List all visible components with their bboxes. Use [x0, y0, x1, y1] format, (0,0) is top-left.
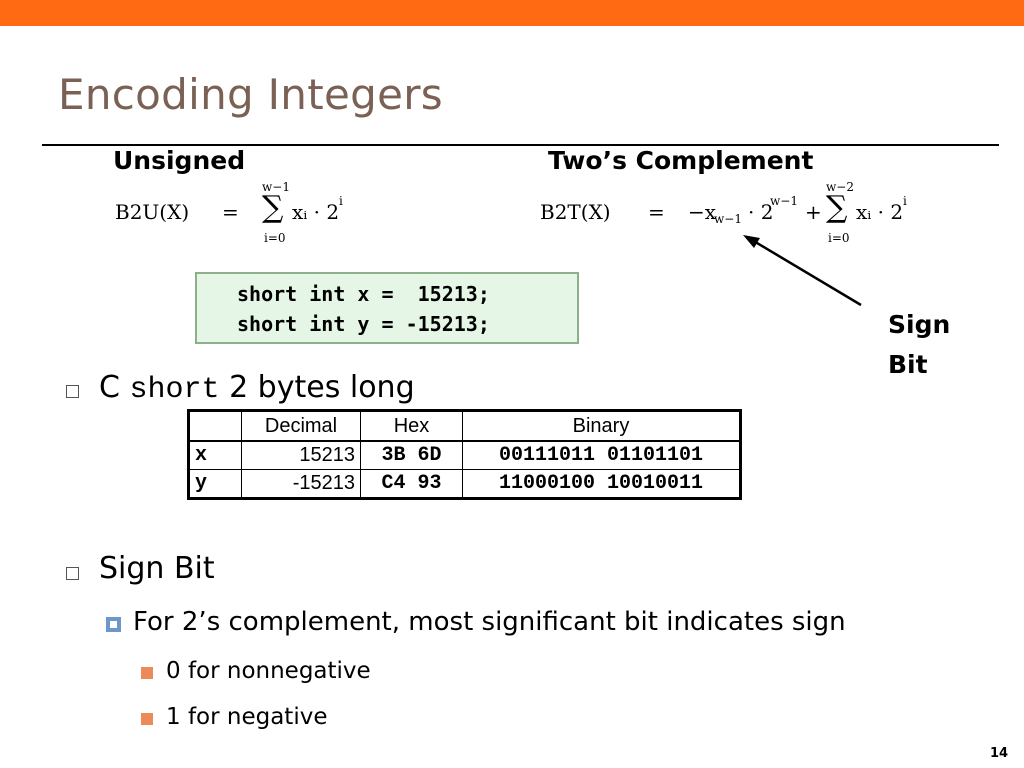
- table-header-cell: [188, 410, 242, 442]
- table-header-row: Decimal Hex Binary: [188, 410, 741, 442]
- table-cell-variable: y: [188, 469, 242, 499]
- b2t-plus: +: [805, 200, 822, 224]
- b2t-lhs: B2T(X): [540, 200, 611, 224]
- b2t-sum-lower: i=0: [828, 231, 850, 245]
- b2u-sum-lower: i=0: [264, 231, 286, 245]
- b2t-equals: =: [648, 200, 665, 224]
- b2t-exponent: i: [903, 194, 907, 208]
- b2t-first-term: −x: [688, 200, 717, 224]
- table-row: x 15213 3B 6D 00111011 01101101: [188, 440, 741, 470]
- table-cell-hex: 3B 6D: [360, 440, 463, 470]
- table-header-cell: Decimal: [241, 410, 361, 442]
- table-cell-decimal: 15213: [241, 440, 361, 470]
- b2u-sum-upper: w−1: [262, 180, 290, 194]
- code-line-y: short int y = -15213;: [237, 312, 490, 336]
- b2t-first-subscript: w−1: [714, 212, 742, 226]
- twos-complement-heading: Two’s Complement: [548, 146, 814, 175]
- sign-bit-label-line2: Bit: [888, 350, 928, 379]
- bullet-c-prefix: C: [99, 370, 120, 405]
- bullet-size-suffix: 2 bytes long: [229, 370, 415, 405]
- orange-square-bullet-icon: [141, 667, 153, 679]
- summation-icon: ∑: [262, 190, 284, 225]
- bullet-short-size: C short 2 bytes long: [99, 370, 415, 407]
- table-cell-binary: 11000100 10010011: [462, 469, 741, 499]
- summation-icon: ∑: [826, 190, 848, 225]
- subsub-bullet-nonnegative: 0 for nonnegative: [166, 658, 371, 684]
- b2u-lhs: B2U(X): [115, 200, 190, 224]
- encoding-table: Decimal Hex Binary x 15213 3B 6D 0011101…: [187, 409, 742, 500]
- slide-title: Encoding Integers: [58, 70, 443, 119]
- b2t-term: xᵢ · 2: [856, 200, 904, 224]
- top-accent-bar: [0, 0, 1024, 26]
- sub-bullet-msb: For 2’s complement, most significant bit…: [133, 607, 846, 637]
- b2u-exponent: i: [339, 194, 343, 208]
- b2t-sum-upper: w−2: [826, 180, 854, 194]
- orange-square-bullet-icon: [141, 713, 153, 725]
- bullet-short-keyword: short: [129, 373, 220, 407]
- table-cell-decimal: -15213: [241, 469, 361, 499]
- b2t-first-mult: · 2: [748, 200, 774, 224]
- table-cell-binary: 00111011 01101101: [462, 440, 741, 470]
- b2t-first-exponent: w−1: [770, 194, 798, 208]
- hollow-square-bullet-icon: [66, 385, 79, 398]
- b2u-term: xᵢ · 2: [292, 200, 340, 224]
- b2u-equals: =: [222, 200, 239, 224]
- table-header-cell: Binary: [462, 410, 741, 442]
- page-number: 14: [990, 746, 1009, 761]
- table-row: y -15213 C4 93 11000100 10010011: [188, 469, 741, 499]
- blue-square-bullet-icon: [106, 617, 121, 632]
- title-divider: [42, 144, 999, 146]
- bullet-sign-bit: Sign Bit: [99, 551, 215, 586]
- table-header-cell: Hex: [360, 410, 463, 442]
- sign-bit-label-line1: Sign: [888, 310, 951, 339]
- table-cell-hex: C4 93: [360, 469, 463, 499]
- code-line-x: short int x = 15213;: [237, 282, 490, 306]
- code-box: short int x = 15213; short int y = -1521…: [195, 272, 579, 344]
- subsub-bullet-negative: 1 for negative: [166, 704, 328, 730]
- unsigned-heading: Unsigned: [113, 146, 246, 175]
- hollow-square-bullet-icon: [66, 567, 79, 580]
- table-cell-variable: x: [188, 440, 242, 470]
